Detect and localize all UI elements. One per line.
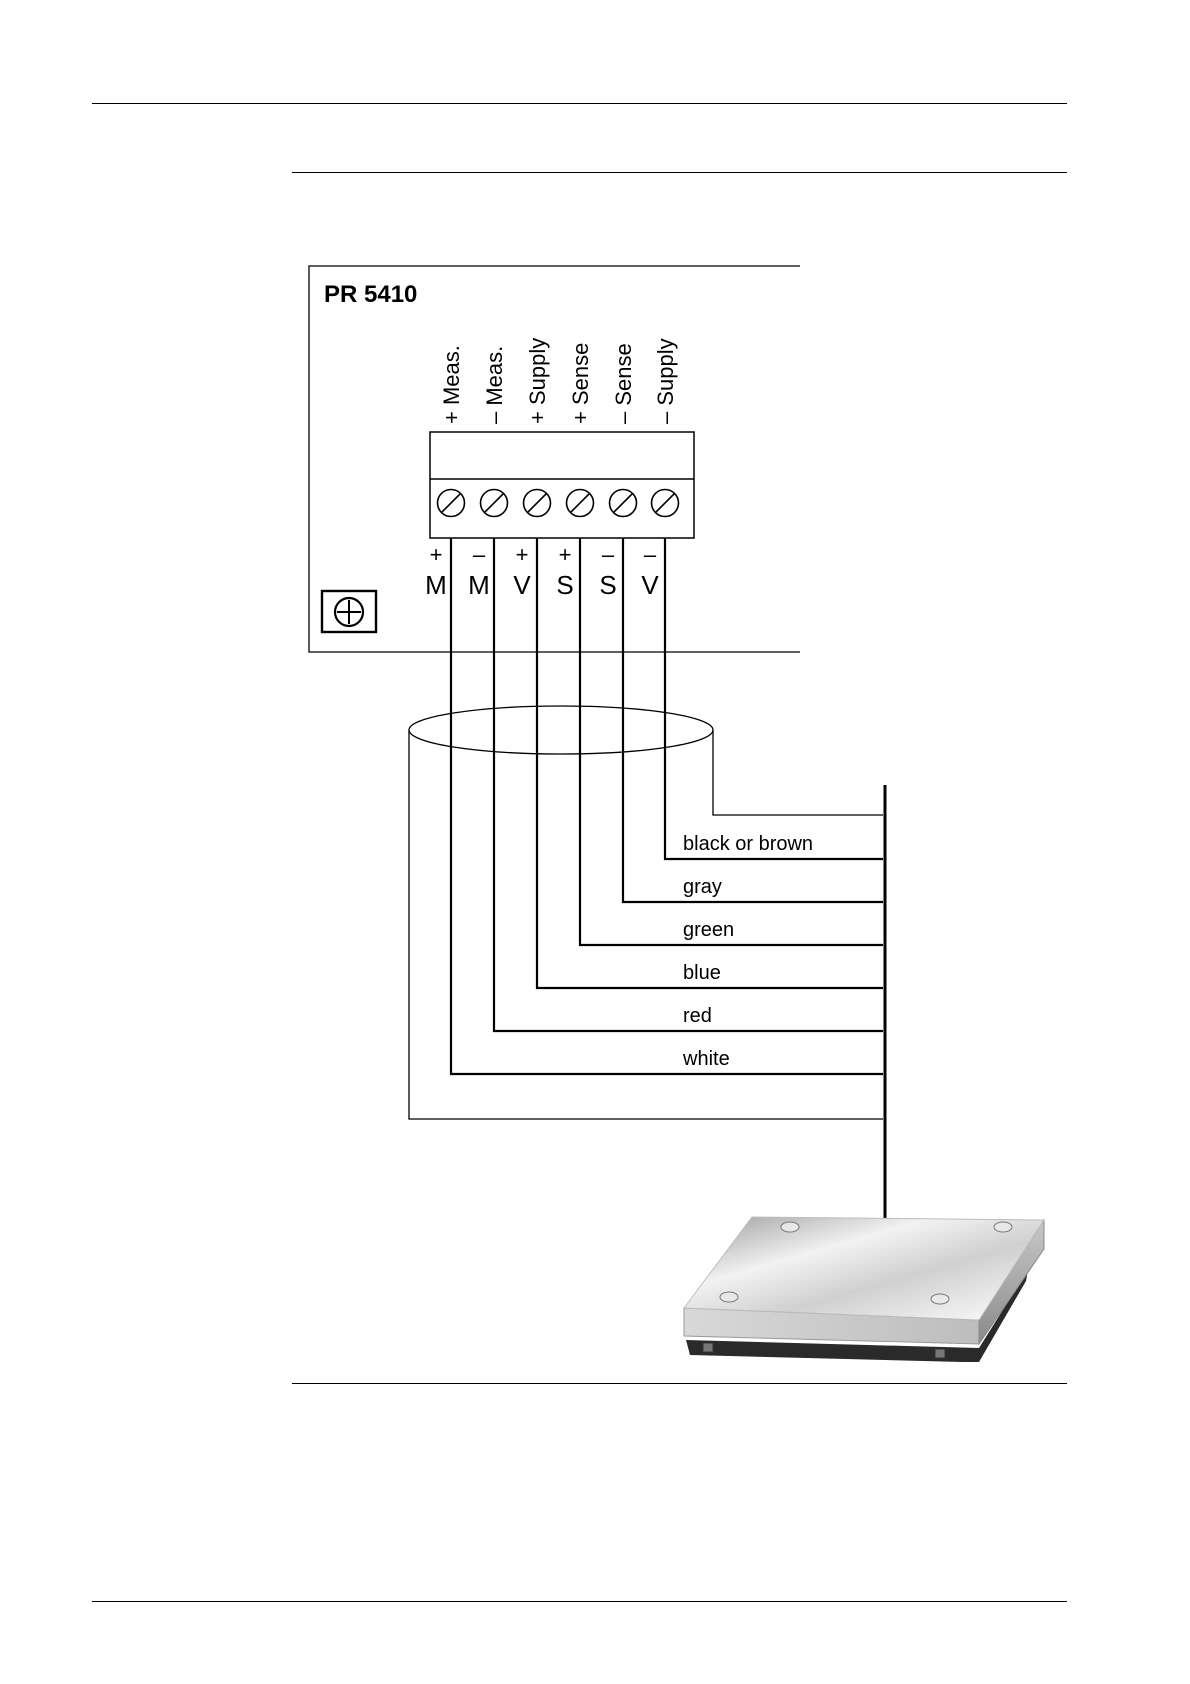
wire-color-label: blue [683,962,721,984]
wire-labels: black or brown gray green blue red white [682,833,813,1070]
terminal-letter: V [641,570,659,600]
terminal-sign: – [602,542,615,567]
terminal-sign: + [516,542,529,567]
terminal-screws [438,490,679,517]
wire [665,538,883,859]
terminal-label: + Meas. [439,345,464,424]
weighing-platform-icon [684,1217,1044,1362]
terminal-sign: + [559,542,572,567]
terminal-block [430,432,694,538]
terminal-letter: M [425,570,447,600]
wires [451,538,883,1074]
terminal-labels: + Meas. – Meas. + Supply + Sense – Sense – Su… [439,338,678,424]
screw-terminal-icon [524,490,551,517]
wire-color-label: gray [683,876,722,898]
terminal-letter: M [468,570,490,600]
terminal-letter: V [513,570,531,600]
terminal-label: – Meas. [482,346,507,424]
wire-color-label: red [683,1005,712,1027]
terminal-letter: S [599,570,616,600]
screw-terminal-icon [610,490,637,517]
terminal-sign: – [644,542,657,567]
ground-terminal-icon [322,591,376,632]
terminal-letter: S [556,570,573,600]
terminal-label: + Supply [525,338,550,424]
cable-shield [409,706,883,1119]
terminal-label: + Sense [568,343,593,424]
screw-terminal-icon [438,490,465,517]
wire [580,538,883,945]
terminal-sign: + [430,542,443,567]
screw-terminal-icon [567,490,594,517]
wire [494,538,883,1031]
device-model-label: PR 5410 [324,281,417,308]
screw-terminal-icon [652,490,679,517]
terminal-sign: – [473,542,486,567]
terminal-label: – Sense [611,343,636,424]
wire-color-label: green [683,919,734,941]
device-enclosure [309,266,800,652]
screw-terminal-icon [481,490,508,517]
wire-color-label: black or brown [683,833,813,855]
wire-color-label: white [682,1048,730,1070]
terminal-label: – Supply [653,338,678,424]
wire [451,538,883,1074]
terminal-signs: + M – M + V + S – S – V [425,542,659,600]
